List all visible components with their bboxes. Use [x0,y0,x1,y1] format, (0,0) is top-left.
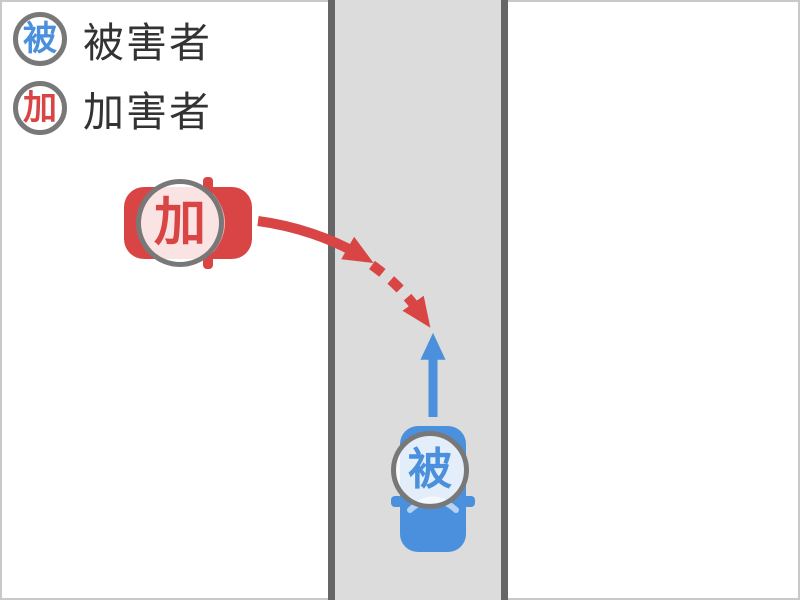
legend-item-attacker: 加 加害者 [13,78,212,138]
attacker-symbol: 加 [23,89,57,127]
victim-symbol-icon: 被 [13,12,67,66]
attacker-badge-label: 加 [153,194,206,252]
attacker-path-dashed-arrow [369,260,431,328]
attacker-symbol-icon: 加 [13,81,67,135]
victim-label: 被害者 [83,20,212,66]
victim-badge: 被 [391,431,469,509]
attacker-path-solid-arrow [257,216,374,263]
legend-item-victim: 被 被害者 [13,9,212,69]
attacker-badge: 加 [136,179,224,267]
victim-symbol: 被 [23,20,57,58]
attacker-label: 加害者 [83,89,212,135]
legend: 被 被害者 加 加害者 [13,9,212,138]
victim-badge-label: 被 [408,445,452,494]
